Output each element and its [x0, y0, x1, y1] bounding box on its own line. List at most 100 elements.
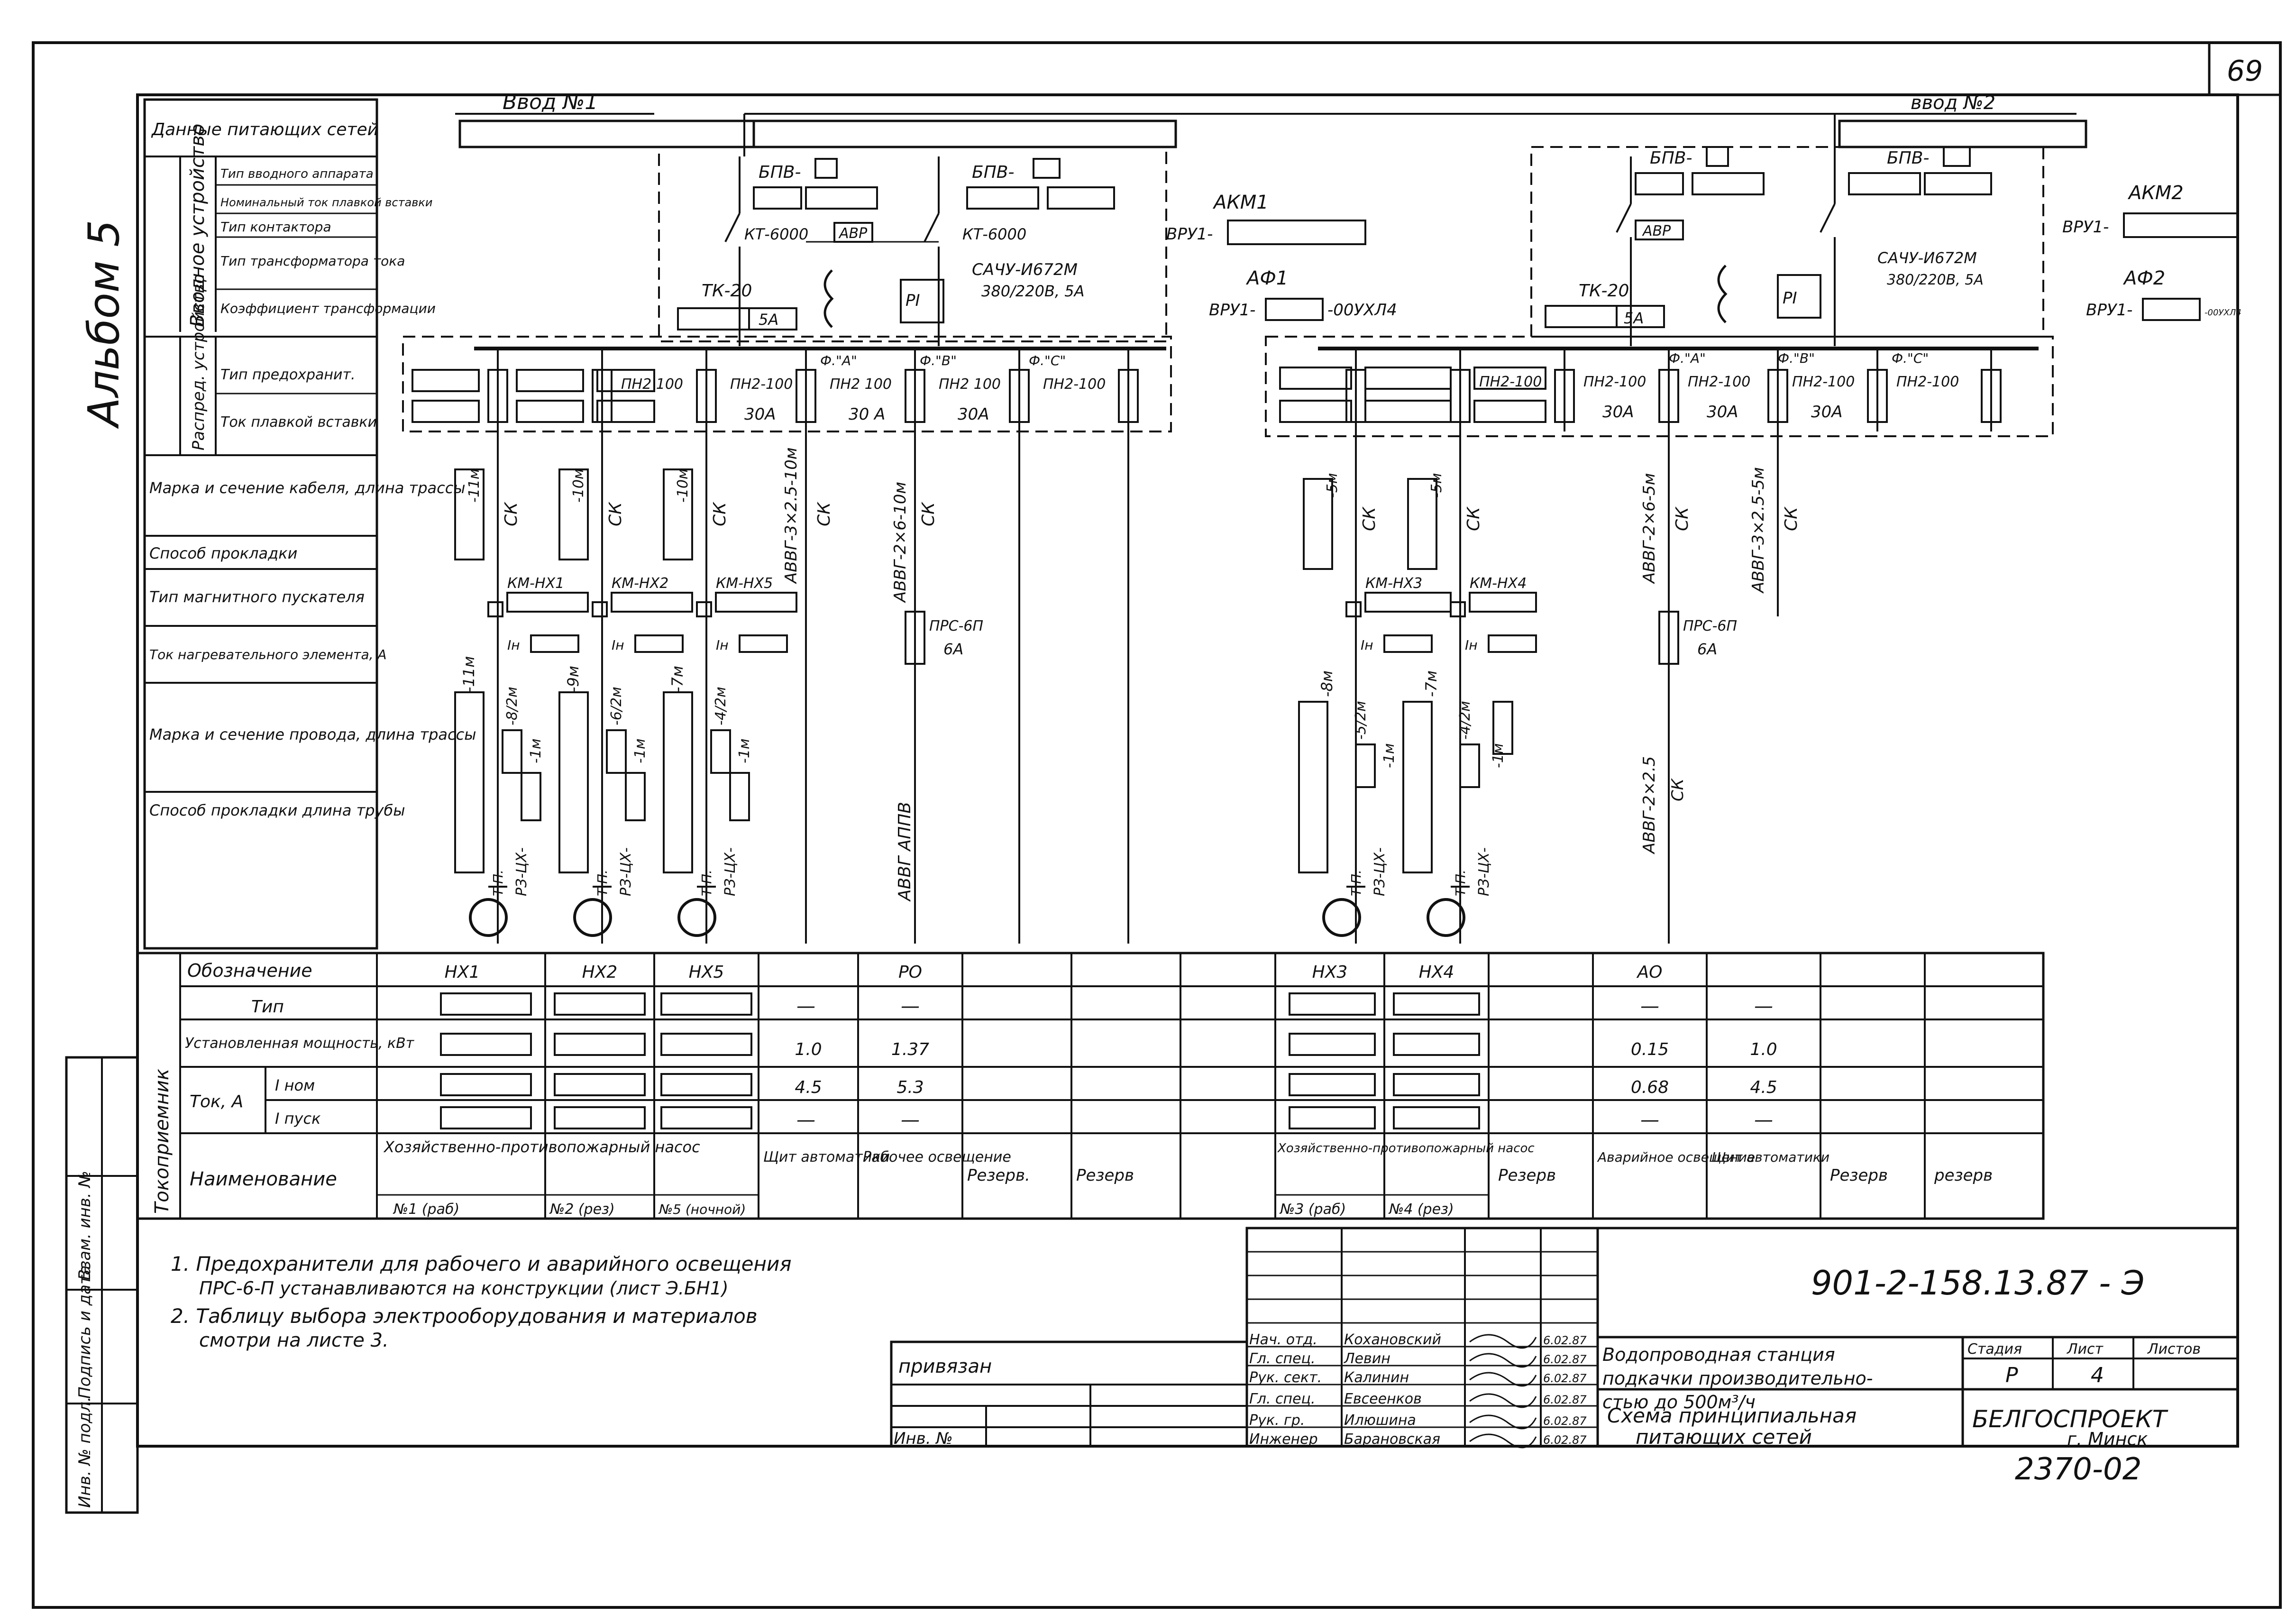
- p2-fuse-cur-1: 30А: [1602, 403, 1634, 422]
- p2-cable-2: -5м: [1428, 473, 1445, 498]
- tb-sheets-h: Листов: [2147, 1341, 2201, 1358]
- ct-n-auto: Щит автоматики: [763, 1149, 890, 1165]
- motor-nx3: [1322, 898, 1361, 937]
- ct-n-emerg: Аварийное освещение: [1597, 1149, 1755, 1165]
- p1-inom-3: Iн: [716, 637, 729, 653]
- p1-wire-b-2: -6/2м: [608, 687, 625, 725]
- tb-role-2: Гл. спец.: [1249, 1350, 1315, 1367]
- tb-role-1: Нач. отд.: [1249, 1331, 1317, 1348]
- p1-fuse-cur-3: 30А: [958, 405, 989, 424]
- binding-strip: Инв. № подл. Подпись и дата Взам. инв. №: [65, 1056, 139, 1514]
- p2-fuse-3: ПН2-100: [1688, 374, 1750, 390]
- p2-fuse-cur-3: 30А: [1811, 403, 1843, 422]
- strip-sign: Подпись и дата: [75, 1265, 94, 1399]
- panel2-labels: БПВ- БПВ- АВР АКМ2 ВРУ1- АФ2 ВРУ1- -00УХ…: [1545, 146, 2241, 328]
- p1-ri: РI: [906, 291, 920, 310]
- inner-frame: [136, 93, 2239, 1448]
- p2-fuse-2: ПН2-100: [1583, 374, 1646, 390]
- tb-date-2: 6.02.87: [1543, 1353, 1587, 1366]
- p2-ck-3: СК: [1673, 506, 1692, 531]
- p2-phase-a: Ф."А": [1669, 350, 1706, 366]
- ct-inom-auto: 4.5: [795, 1078, 822, 1097]
- ct-d-nx3: НХ3: [1312, 963, 1348, 982]
- ct-ipusk-dash-3: —: [1640, 1109, 1659, 1131]
- p2-pz-1: РЗ-ЦХ-: [1372, 847, 1388, 896]
- input1-label: Ввод №1: [503, 90, 598, 114]
- ct-n-p2: №2 (рез): [549, 1201, 615, 1218]
- panel1-labels: БПВ- БПВ- КТ-6000 АВР КТ-6000 АКМ1 ВРУ1-…: [677, 158, 1397, 330]
- note-line-4: смотри на листе 3.: [199, 1330, 389, 1351]
- p2-phase-c: Ф."С": [1892, 350, 1929, 366]
- ct-ipusk-dash-2: —: [901, 1109, 920, 1131]
- p1-vru2: ВРУ1-: [1209, 301, 1255, 320]
- p1-ck-5: СК: [919, 502, 938, 526]
- p2-ck-4: СК: [1782, 506, 1801, 531]
- sheet-number-box: [2208, 41, 2282, 96]
- lt-input-group: Вводное устройство: [187, 124, 209, 327]
- p1-cable-5: АВВГ-2×6-10м: [891, 482, 910, 603]
- consumers-table: Токоприемник Обозначение Тип Установленн…: [136, 952, 2045, 1220]
- p2-starter-1: КМ-НХ3: [1365, 575, 1422, 592]
- p2-wire-c-2: -1м: [1490, 743, 1507, 768]
- lt-supply-data: Данные питающих сетей: [151, 120, 378, 139]
- panel1-fuses: ПН2 100 ПН2-100 ПН2 100 ПН2 100 ПН2-100 …: [412, 353, 1106, 424]
- p2-inom-2: Iн: [1465, 637, 1478, 653]
- tb-project-2: подкачки производительно-: [1602, 1368, 1873, 1389]
- p2-cable-1: -5м: [1324, 473, 1341, 498]
- p1-fuse-cur-2: 30 А: [849, 405, 885, 424]
- p2-pz-2: РЗ-ЦХ-: [1476, 847, 1492, 896]
- lt-dist-group: Распред. устройство: [189, 274, 208, 450]
- p1-pz-3: РЗ-ЦХ-: [722, 847, 739, 896]
- p1-tk: ТК-20: [702, 281, 752, 301]
- outer-frame: [32, 41, 2282, 1609]
- ct-ipusk-dash-1: —: [796, 1109, 815, 1131]
- panel1-feeder-labels: -11м -10м -10м АВВГ-3×2.5-10м АВВГ-2×6-1…: [460, 448, 983, 902]
- tb-city: г. Минск: [2067, 1429, 2148, 1450]
- p2-meter: САЧУ-И672М: [1877, 249, 1977, 267]
- p2-vru: ВРУ1-: [2062, 218, 2109, 237]
- ct-n-pumps2: Хозяйственно-противопожарный насос: [1277, 1141, 1535, 1156]
- p2-wire-a-1: -8м: [1318, 670, 1336, 697]
- ct-power-ao: 0.15: [1631, 1040, 1669, 1059]
- tb-role-6: Инженер: [1249, 1431, 1318, 1448]
- ct-type-dash-4: —: [1754, 995, 1773, 1017]
- p1-cable-3: -10м: [675, 468, 691, 503]
- p2-vru2: ВРУ1-: [2086, 301, 2132, 320]
- p1-cable-4: АВВГ-3×2.5-10м: [782, 448, 801, 585]
- left-table: Данные питающих сетей Вводное устройство…: [143, 98, 476, 950]
- ct-row-designation: Обозначение: [187, 960, 312, 981]
- panel2-feeder-labels: -5м -5м АВВГ-2×6-5м АВВГ-3×2.5-5м СК СК …: [1318, 467, 1801, 896]
- strip-inv: Инв. № подл.: [75, 1396, 94, 1508]
- p1-fuse-3: ПН2 100: [830, 376, 892, 393]
- ct-row-ipusk: I пуск: [275, 1110, 321, 1128]
- ct-d-nx1: НХ1: [445, 963, 480, 982]
- ct-row-power: Установленная мощность, кВт: [185, 1035, 415, 1052]
- p1-kt2: КТ-6000: [962, 225, 1026, 243]
- p2-tk-cur: 5А: [1624, 309, 1644, 327]
- tb-name-1: Кохановский: [1344, 1331, 1441, 1348]
- inv-label: Инв. №: [894, 1429, 953, 1448]
- ct-n-p5: №5 (ночной): [658, 1202, 746, 1217]
- panel1-busbar-enclosure: [402, 336, 1172, 432]
- p2-fuse-4: ПН2-100: [1792, 374, 1855, 390]
- ct-n-p1: №1 (раб): [393, 1201, 459, 1218]
- p1-wire-a-3: -7м: [668, 666, 686, 692]
- lt-input-row-3: Тип контактора: [220, 219, 331, 235]
- p1-starter-1: КМ-НХ1: [507, 575, 564, 592]
- p1-bpv1: БПВ-: [759, 163, 801, 182]
- ct-d-ao: АО: [1637, 963, 1663, 982]
- ct-row-type: Тип: [251, 997, 284, 1017]
- strip-zam: Взам. инв. №: [75, 1171, 94, 1280]
- ct-power-auto: 1.0: [795, 1040, 822, 1059]
- p2-prs-cur: 6А: [1697, 640, 1717, 658]
- ct-power-auto2: 1.0: [1750, 1040, 1777, 1059]
- ct-n-p3: №3 (раб): [1279, 1201, 1346, 1218]
- tb-stage: Р: [2005, 1363, 2018, 1387]
- ct-n-res5: резерв: [1934, 1166, 1993, 1185]
- tb-name-4: Евсеенков: [1344, 1391, 1422, 1407]
- tb-date-1: 6.02.87: [1543, 1334, 1587, 1347]
- ct-power-ro: 1.37: [891, 1040, 929, 1059]
- ct-n-res2: Резерв: [1076, 1166, 1134, 1185]
- tb-name-3: Калинин: [1344, 1369, 1409, 1386]
